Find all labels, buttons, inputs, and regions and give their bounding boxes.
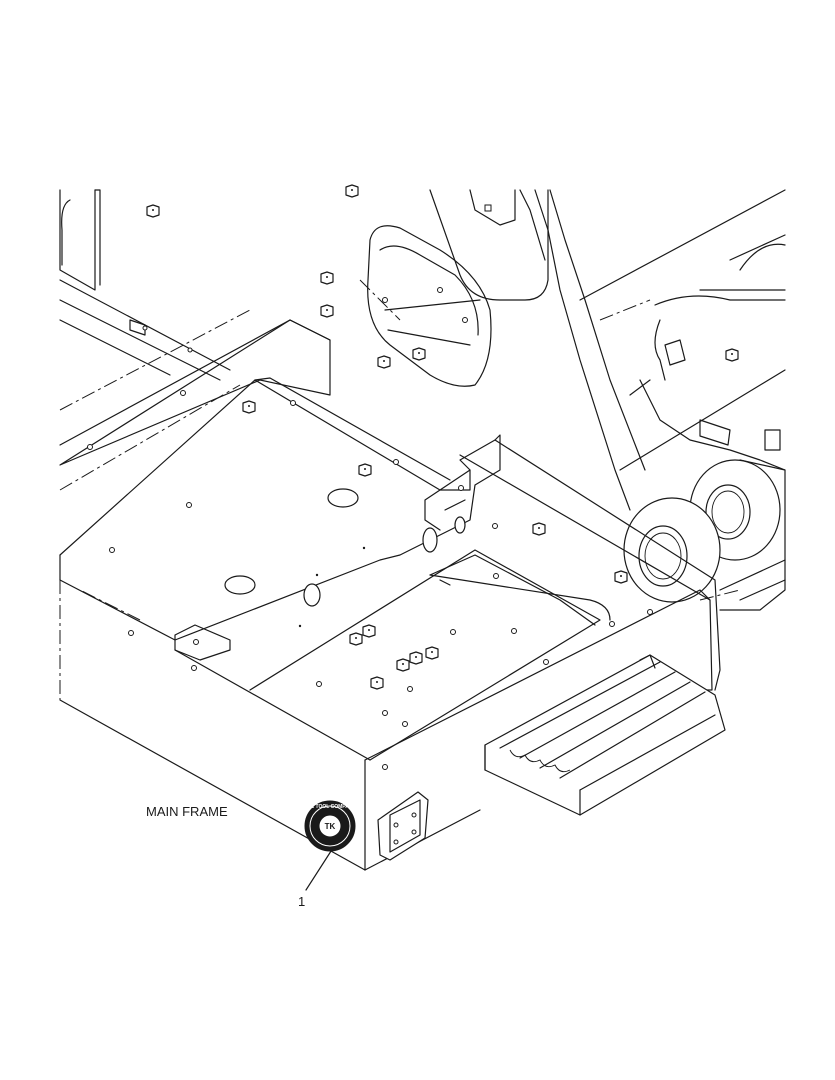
callout-number: 1 [298,894,305,909]
rear-frame-rails [59,189,231,381]
step-tread [484,654,726,816]
decal-mark: TK [325,822,336,831]
side-bumper [377,791,429,861]
oval-cutout-plate [367,225,492,387]
nut-blocks [146,184,739,690]
centerlines [59,279,741,700]
decal-badge: TK THE TOOL COMPANY [304,800,356,852]
callout-leader [305,847,334,891]
bolt-holes [87,390,653,770]
decal-text: THE TOOL COMPANY [304,804,356,810]
main-frame-label: MAIN FRAME [146,804,228,819]
boom-arm-assembly [429,189,786,611]
pivot-bosses [623,459,781,603]
